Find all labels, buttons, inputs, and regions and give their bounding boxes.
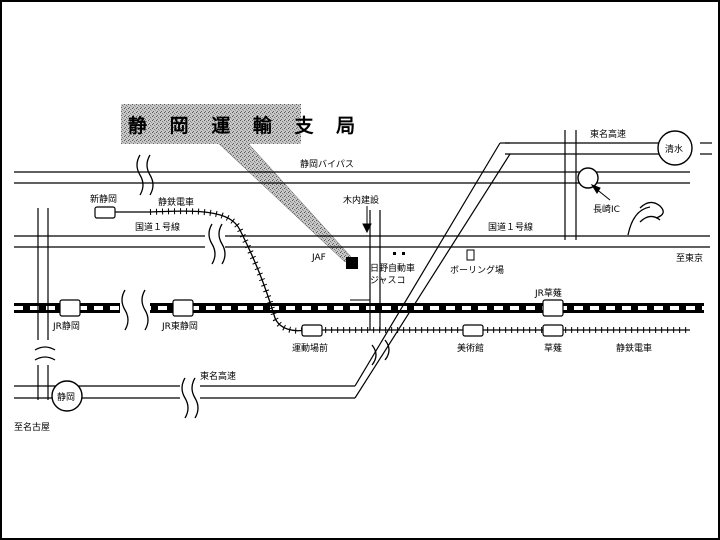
label-hino: 日野自動車 [370, 262, 415, 274]
label-shin-shizuoka: 新静岡 [90, 193, 117, 205]
title-box [121, 104, 301, 144]
bypass-road [14, 171, 690, 184]
shizuoka-ic [51, 380, 83, 412]
tomei-expressway-bottom [14, 385, 355, 399]
label-to-nagoya: 至名古屋 [14, 421, 50, 433]
title-callout: 静 岡 運 輸 支 局 [121, 104, 363, 263]
vertical-roads [37, 130, 577, 400]
label-to-tokyo: 至東京 [676, 252, 703, 264]
kiuchi-arrow [362, 206, 372, 234]
label-jr-higashi: JR東静岡 [161, 320, 198, 332]
label-shizuoka: 静岡 [57, 391, 75, 403]
nagasaki-arrow [590, 184, 611, 201]
label-shizutetsu-top: 静鉄電車 [158, 196, 194, 208]
label-jr-shizuoka: JR静岡 [52, 320, 80, 332]
label-route1-left: 国道１号線 [135, 221, 180, 233]
labels: 静岡バイパス 東名高速 清水 長崎IC 新静岡 静鉄電車 木内建設 国道１号線 … [14, 128, 703, 433]
label-jaf: JAF [311, 253, 326, 263]
label-bypass: 静岡バイパス [300, 158, 354, 170]
buildings [346, 249, 475, 301]
destination-building [346, 257, 358, 269]
jr-railway [14, 292, 704, 324]
label-jusco: ジャスコ [370, 276, 406, 286]
route1-road [14, 235, 710, 248]
tomei-expressway-top [505, 142, 712, 155]
interchanges [51, 130, 693, 412]
label-shizutetsu-bottom: 静鉄電車 [616, 342, 652, 354]
label-tomei-bottom: 東名高速 [200, 370, 236, 382]
diagonal-expressway [354, 142, 511, 399]
shimizu-ic [657, 130, 693, 166]
label-jr-kusanagi: JR草薙 [534, 287, 562, 299]
nagasaki-ic [577, 167, 599, 189]
stations [94, 206, 564, 337]
label-bijutsukan: 美術館 [457, 342, 484, 354]
label-shimizu: 清水 [665, 143, 683, 155]
label-route1-right: 国道１号線 [488, 221, 533, 233]
label-bowling: ボーリング場 [450, 264, 504, 276]
label-undojo: 運動場前 [292, 342, 328, 354]
shizutetsu-line [115, 208, 690, 334]
label-tomei-top: 東名高速 [590, 128, 626, 140]
map-title: 静 岡 運 輸 支 局 [128, 114, 363, 137]
label-nagasaki-ic: 長崎IC [593, 203, 620, 215]
label-kusanagi: 草薙 [544, 342, 562, 354]
break-marks [34, 154, 664, 419]
label-kiuchi: 木内建設 [343, 194, 379, 206]
